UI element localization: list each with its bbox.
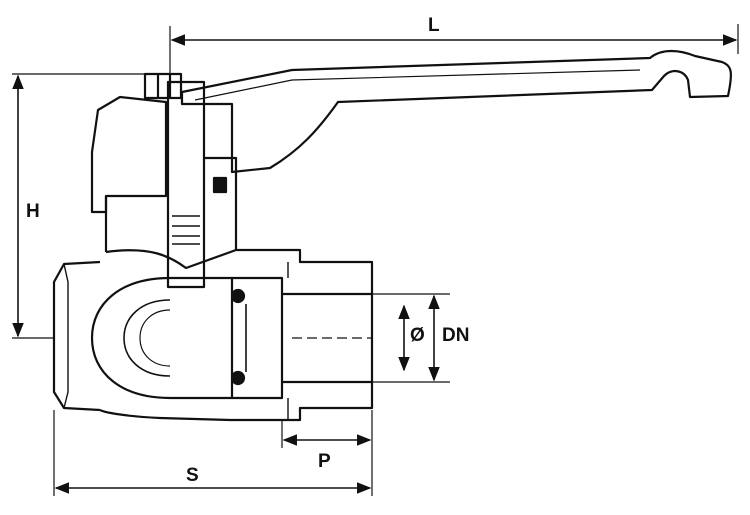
stem-nut [143,72,183,100]
dimension-DN-label: DN [442,325,470,346]
o-ring-bottom [230,370,246,386]
lever-handle [180,49,733,174]
handle-base [90,95,168,214]
dimension-bore-label: Ø [410,325,425,346]
dimension-P-label: P [318,451,331,472]
valve-ball [90,276,234,400]
valve-body [99,248,374,422]
left-end-connector [52,260,101,412]
dimension-L-label: L [428,15,440,36]
dimension-S-label: S [186,465,199,486]
right-threaded-end [232,276,372,400]
dimension-H-label: H [26,201,40,222]
gland [204,156,238,250]
valve-stem [166,80,206,289]
o-ring-top [230,288,246,304]
